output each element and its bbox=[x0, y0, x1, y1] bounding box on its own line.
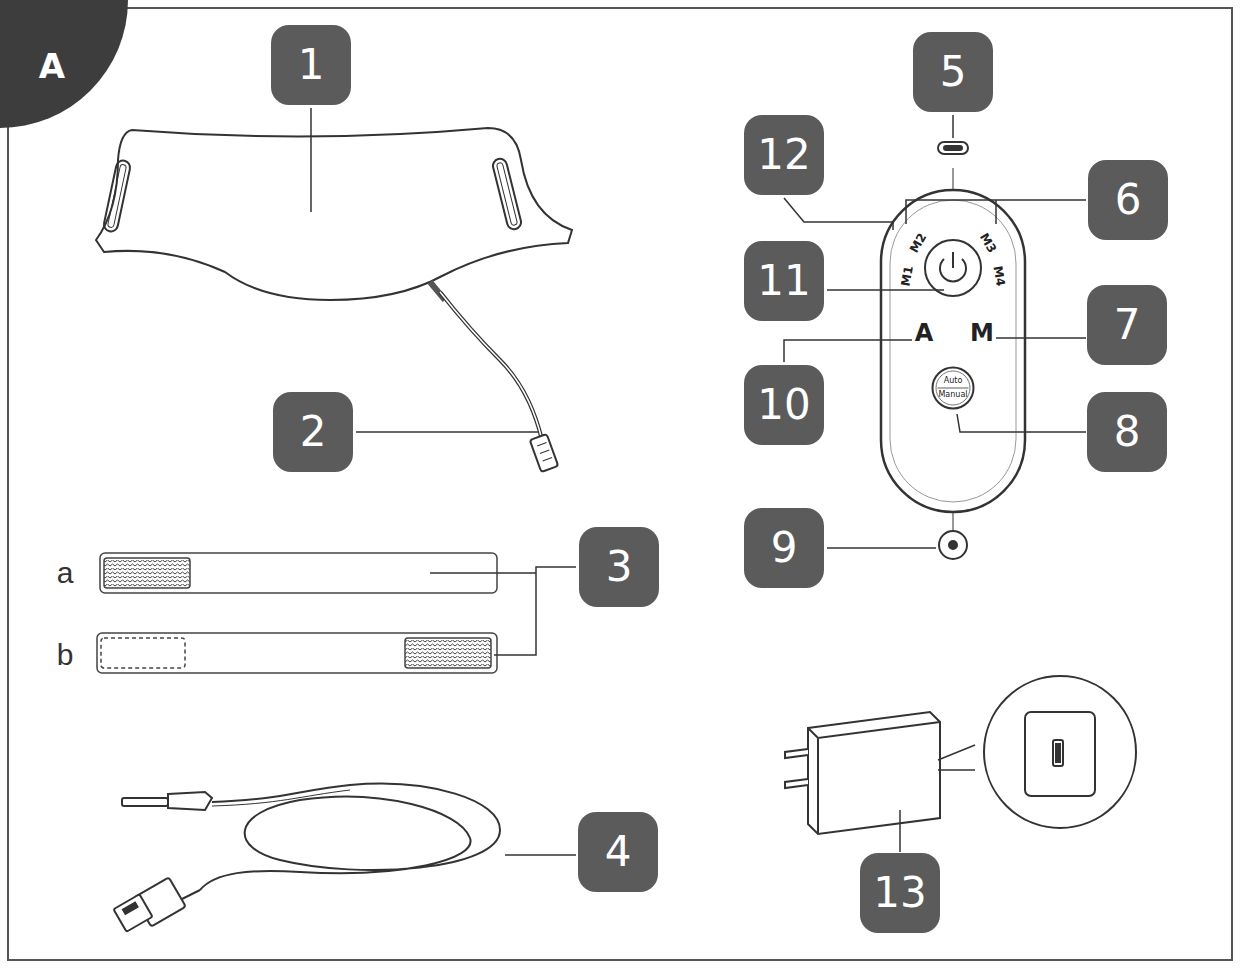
callout-number: 2 bbox=[273, 392, 353, 472]
cable-loop bbox=[200, 784, 500, 890]
strap-b bbox=[97, 633, 497, 673]
button-text: Auto bbox=[943, 376, 964, 386]
button-text: Manual bbox=[937, 390, 968, 400]
pad-cable-core bbox=[440, 292, 542, 440]
pad-cable bbox=[440, 292, 542, 440]
leader-12 bbox=[784, 198, 893, 230]
controller-body bbox=[881, 190, 1025, 512]
callout-number: 11 bbox=[744, 241, 824, 321]
callout-number: 1 bbox=[271, 25, 351, 105]
figure-tab: A bbox=[0, 0, 128, 128]
inset-circle bbox=[984, 676, 1136, 828]
strap-letter: b bbox=[57, 640, 74, 670]
pad-outline bbox=[96, 128, 572, 300]
callout-number: 13 bbox=[860, 853, 940, 933]
leader-3 bbox=[430, 567, 576, 655]
inset-pointer bbox=[938, 769, 975, 771]
usb-cable bbox=[114, 784, 500, 932]
strap-slot-inner bbox=[496, 162, 517, 226]
velcro-patch bbox=[405, 638, 491, 668]
leader-1 bbox=[310, 108, 312, 212]
leader-5 bbox=[952, 115, 954, 138]
cable-loop-edge bbox=[212, 790, 350, 806]
leader-7 bbox=[996, 337, 1086, 339]
power-adapter bbox=[785, 676, 1136, 834]
mode-button: AutoManual bbox=[931, 366, 975, 410]
adapter-body bbox=[808, 712, 940, 834]
tab-quarter-circle bbox=[0, 0, 128, 128]
neck-pad bbox=[96, 128, 572, 472]
dc-jack bbox=[939, 531, 967, 559]
usb-a-plug bbox=[114, 894, 153, 932]
button-outline bbox=[933, 368, 974, 409]
controller bbox=[881, 142, 1025, 559]
callout-number: 3 bbox=[579, 527, 659, 607]
adapter-edge bbox=[808, 722, 940, 834]
indicator-label: A bbox=[915, 321, 934, 345]
adapter-prongs bbox=[785, 749, 808, 788]
dc-plug bbox=[168, 792, 212, 810]
callout-number: 12 bbox=[744, 115, 824, 195]
callout-number: 8 bbox=[1087, 392, 1167, 472]
button-ring bbox=[936, 371, 970, 405]
leader-9 bbox=[827, 547, 936, 549]
callout-number: 7 bbox=[1087, 285, 1167, 365]
callout-number: 10 bbox=[744, 365, 824, 445]
straps bbox=[97, 553, 497, 673]
strap-letter: a bbox=[57, 558, 74, 588]
mode-label: M1 bbox=[899, 265, 914, 287]
indicator-label: M bbox=[970, 321, 994, 345]
usb-c-contact bbox=[944, 146, 962, 150]
connector-ridges bbox=[537, 442, 552, 460]
strap-slot-inner bbox=[107, 164, 126, 228]
leader-4 bbox=[505, 854, 576, 856]
loop-patch bbox=[101, 638, 185, 668]
callout-number: 4 bbox=[578, 812, 658, 892]
leader-8 bbox=[957, 414, 1086, 432]
frame-border bbox=[8, 8, 1232, 960]
leader-10 bbox=[784, 340, 912, 362]
dc-pin bbox=[122, 798, 168, 806]
usb-a-contact bbox=[123, 903, 138, 914]
velcro-patch bbox=[104, 558, 190, 588]
controller-inner bbox=[890, 200, 1016, 502]
leader-11 bbox=[827, 289, 944, 291]
power-button bbox=[925, 240, 981, 296]
figure-letter: A bbox=[39, 49, 65, 83]
leader-6 bbox=[906, 200, 1086, 224]
strap-slot bbox=[103, 159, 132, 232]
usb-port-contact bbox=[1056, 744, 1060, 762]
usb-c-port bbox=[938, 142, 968, 154]
adapter-face bbox=[1025, 712, 1095, 796]
leader-13 bbox=[899, 810, 901, 852]
callout-number: 5 bbox=[913, 32, 993, 112]
inset-pointer bbox=[938, 745, 975, 760]
cable-connector bbox=[530, 434, 559, 472]
cable-end bbox=[180, 890, 200, 900]
port-link bbox=[953, 168, 954, 190]
callout-number: 9 bbox=[744, 508, 824, 588]
strap-slot bbox=[491, 157, 522, 230]
mode-label: M4 bbox=[991, 265, 1006, 287]
dc-jack-pin bbox=[949, 541, 957, 549]
leader-2 bbox=[356, 431, 538, 433]
button-shape bbox=[931, 366, 975, 410]
usb-port bbox=[1053, 740, 1063, 766]
jack-link bbox=[953, 512, 954, 531]
callout-number: 6 bbox=[1088, 160, 1168, 240]
button-divider bbox=[937, 388, 968, 389]
power-icon bbox=[940, 252, 966, 281]
leader-lines bbox=[311, 108, 1086, 855]
